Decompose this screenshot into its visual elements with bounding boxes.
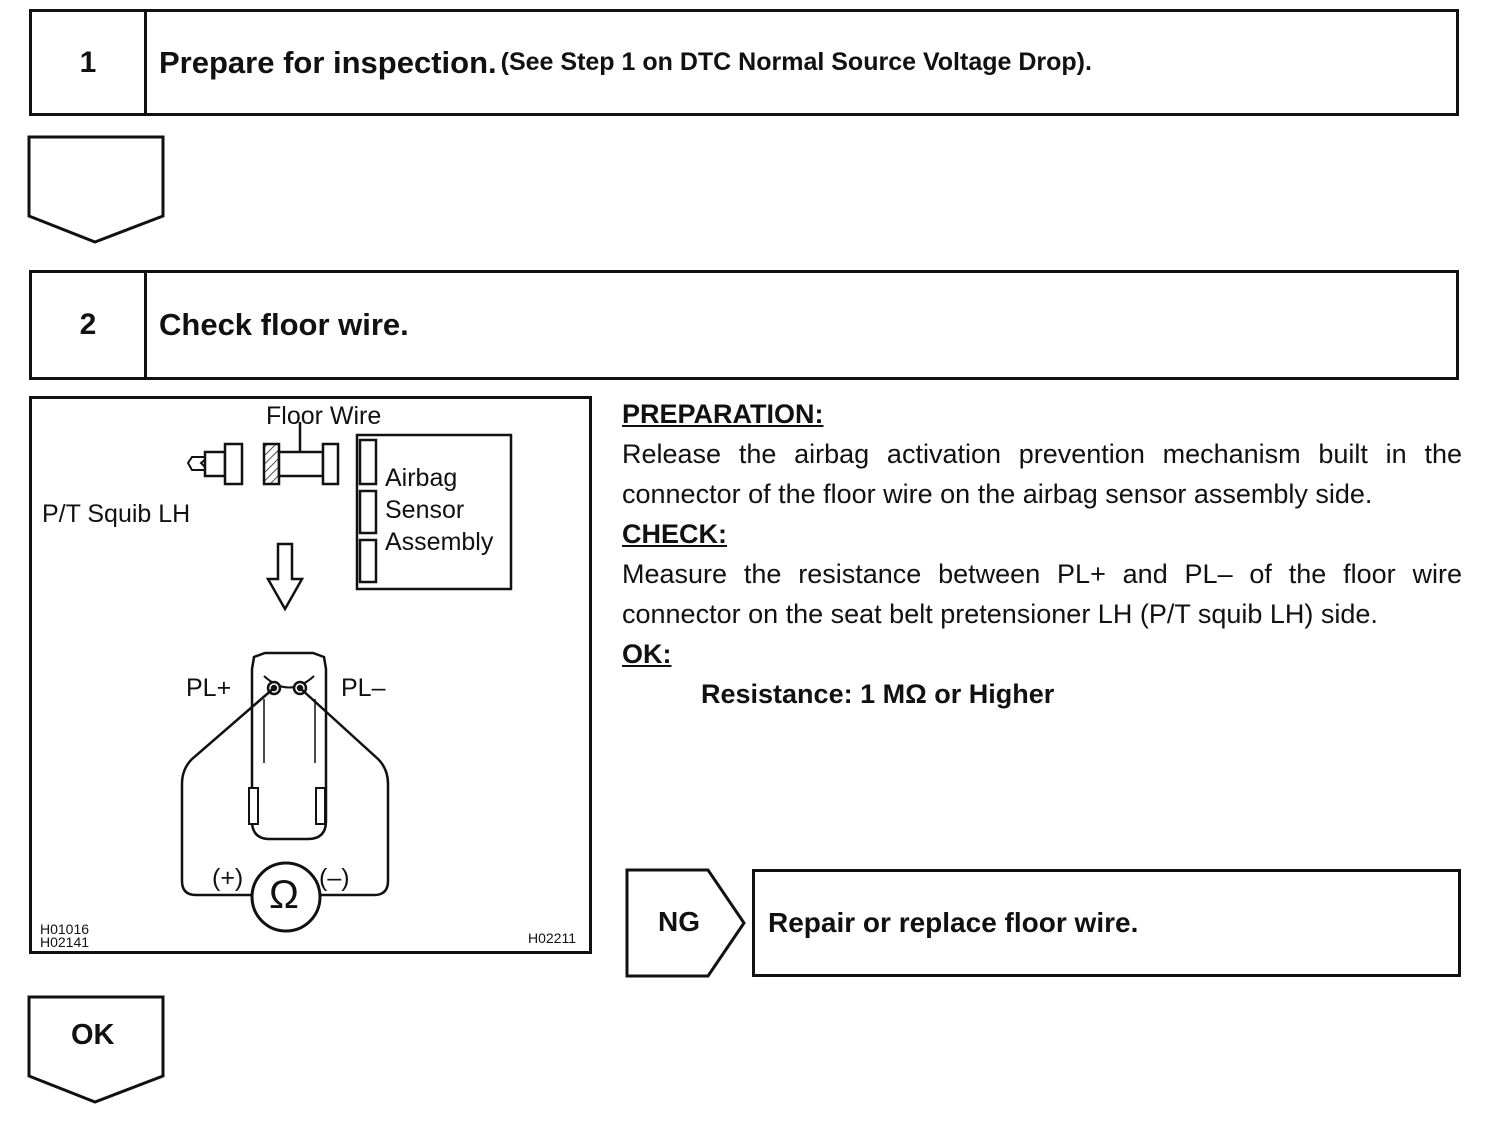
check-text: Measure the resistance between PL+ and P… [622, 559, 1462, 629]
floor-wire-connector-icon [277, 422, 340, 486]
flow-arrow-after-step-1 [27, 135, 165, 244]
ok-flow-arrow [27, 995, 165, 1104]
meter-minus-label: (–) [319, 864, 350, 892]
step-2-title-row: Check floor wire. [147, 273, 1456, 377]
inspection-illustration: Floor Wire P/T Squib LH Airbag Sensor As… [29, 396, 592, 954]
sensor-label-line-1: Airbag [385, 464, 458, 492]
sensor-label-line-3: Assembly [385, 528, 494, 556]
squib-connector-icon [186, 442, 244, 486]
ng-action-box: Repair or replace floor wire. [752, 869, 1461, 977]
step-2-title: Check floor wire. [159, 307, 409, 342]
preparation-heading: PREPARATION: [622, 399, 824, 429]
sensor-label-line-2: Sensor [385, 496, 465, 524]
ok-heading: OK: [622, 639, 672, 669]
step-1-box: 1 Prepare for inspection. (See Step 1 on… [29, 9, 1459, 116]
pl-minus-label: PL– [341, 674, 386, 702]
check-heading: CHECK: [622, 519, 727, 549]
step-1-title: Prepare for inspection. [159, 44, 497, 80]
step-2-box: 2 Check floor wire. [29, 270, 1459, 380]
figure-code-left-1: H01016 [40, 921, 90, 937]
ng-action-text: Repair or replace floor wire. [768, 907, 1139, 938]
floor-wire-label: Floor Wire [266, 402, 382, 430]
squib-label: P/T Squib LH [42, 500, 191, 528]
figure-code-right: H02211 [528, 930, 577, 946]
figure-code-left-2: H02141 [40, 934, 90, 950]
airbag-sensor-assembly-box [355, 433, 513, 591]
step-1-number: 1 [32, 12, 147, 113]
step-1-title-row: Prepare for inspection. (See Step 1 on D… [147, 12, 1456, 113]
ok-label: OK [71, 1019, 115, 1051]
step-2-number: 2 [32, 273, 147, 377]
meter-plus-label: (+) [212, 864, 244, 892]
instructions-panel: PREPARATION: Release the airbag activati… [622, 394, 1462, 714]
down-arrow-icon [265, 542, 305, 612]
step-1-subtitle: (See Step 1 on DTC Normal Source Voltage… [500, 48, 1092, 76]
ng-arrow-shape [625, 868, 746, 978]
floor-wire-hatched-connector [262, 442, 281, 486]
pl-plus-label: PL+ [186, 674, 232, 702]
ohm-symbol: Ω [269, 873, 299, 917]
ohmmeter-icon [250, 861, 322, 933]
connector-diagram [180, 422, 513, 933]
ok-spec: Resistance: 1 MΩ or Higher [701, 679, 1055, 709]
floor-wire-connector-closeup [248, 651, 328, 841]
ohmmeter-test-leads [180, 687, 390, 897]
preparation-text: Release the airbag activation prevention… [622, 439, 1462, 509]
ng-label: NG [658, 906, 700, 937]
